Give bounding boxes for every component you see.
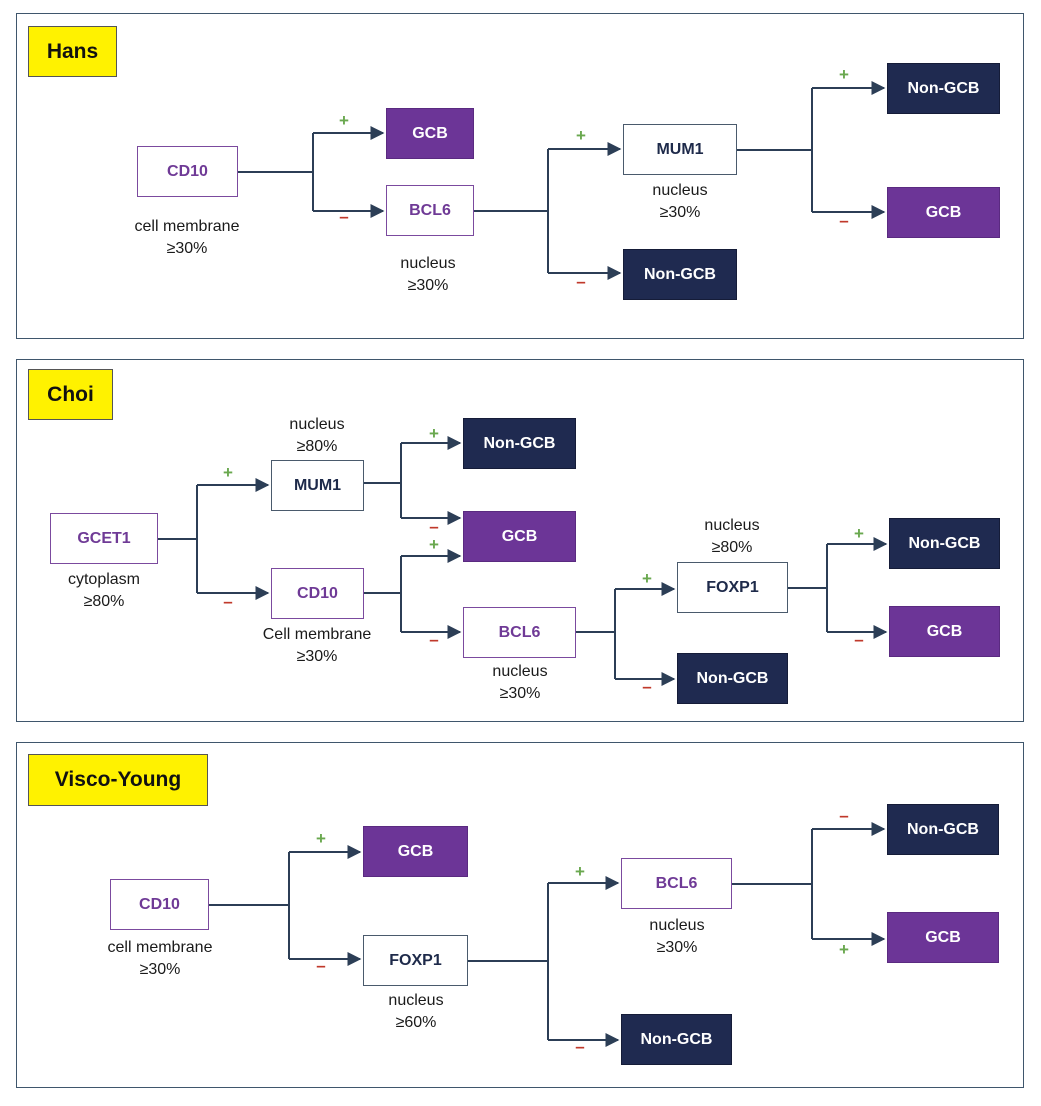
visco-bcl6-node: BCL6 [621,858,732,909]
choi-mum1-node: MUM1 [271,460,364,511]
panel-hans [16,13,1024,339]
choi-gcet1-plus-sign: + [223,463,233,482]
choi-gcb-node-2: GCB [889,606,1000,657]
hans-mum1-plus-sign: + [839,65,849,84]
hans-bcl6-plus-sign: + [576,126,586,145]
visco-gcb-node-1: GCB [363,826,468,877]
choi-cd10-minus-sign: – [429,630,439,649]
visco-gcb-node-2: GCB [887,912,999,963]
hans-cd10-plus-sign: + [339,111,349,130]
hans-cd10-criteria: cell membrane≥30% [134,218,240,257]
panel-choi [16,359,1024,722]
hans-gcb-node-2: GCB [887,187,1000,238]
hans-bcl6-minus-sign: – [576,272,586,291]
hans-non-gcb-node-1: Non-GCB [623,249,737,300]
choi-non-gcb-node-1: Non-GCB [463,418,576,469]
visco-foxp1-node: FOXP1 [363,935,468,986]
visco-cd10-minus-sign: – [316,956,326,975]
hans-mum1-node: MUM1 [623,124,737,175]
panel-title-visco-young: Visco-Young [28,754,208,806]
choi-bcl6-minus-sign: – [642,677,652,696]
visco-non-gcb-node-2: Non-GCB [887,804,999,855]
choi-mum1-minus-sign: – [429,517,439,536]
visco-cd10-criteria: cell membrane≥30% [107,939,213,978]
choi-cd10-criteria: Cell membrane≥30% [262,626,372,665]
hans-cd10-node: CD10 [137,146,238,197]
visco-foxp1-criteria: nucleus≥60% [388,992,444,1031]
choi-gcb-node-1: GCB [463,511,576,562]
choi-foxp1-node: FOXP1 [677,562,788,613]
visco-bcl6-plus-sign: + [839,940,849,959]
visco-bcl6-minus-sign: – [839,806,849,825]
visco-foxp1-minus-sign: – [575,1037,585,1056]
choi-mum1-criteria: nucleus≥80% [289,416,345,455]
choi-cd10-plus-sign: + [429,535,439,554]
choi-gcet1-minus-sign: – [223,592,233,611]
choi-foxp1-minus-sign: – [854,630,864,649]
visco-cd10-plus-sign: + [316,829,326,848]
choi-gcet1-node: GCET1 [50,513,158,564]
choi-cd10-node: CD10 [271,568,364,619]
choi-non-gcb-node-2: Non-GCB [677,653,788,704]
panel-visco-young [16,742,1024,1088]
panel-title-hans: Hans [28,26,117,77]
visco-foxp1-plus-sign: + [575,862,585,881]
panel-title-choi: Choi [28,369,113,420]
choi-foxp1-plus-sign: + [854,524,864,543]
hans-cd10-minus-sign: – [339,207,349,226]
visco-non-gcb-node-1: Non-GCB [621,1014,732,1065]
visco-cd10-node: CD10 [110,879,209,930]
hans-gcb-node-1: GCB [386,108,474,159]
hans-bcl6-node: BCL6 [386,185,474,236]
hans-mum1-minus-sign: – [839,211,849,230]
hans-mum1-criteria: nucleus≥30% [652,182,708,221]
choi-gcet1-criteria: cytoplasm≥80% [67,571,141,610]
hans-non-gcb-node-2: Non-GCB [887,63,1000,114]
choi-foxp1-criteria: nucleus≥80% [704,517,760,556]
visco-bcl6-criteria: nucleus≥30% [649,917,705,956]
choi-non-gcb-node-3: Non-GCB [889,518,1000,569]
choi-bcl6-plus-sign: + [642,569,652,588]
choi-bcl6-node: BCL6 [463,607,576,658]
choi-mum1-plus-sign: + [429,424,439,443]
choi-bcl6-criteria: nucleus≥30% [492,663,548,702]
hans-bcl6-criteria: nucleus≥30% [400,255,456,294]
